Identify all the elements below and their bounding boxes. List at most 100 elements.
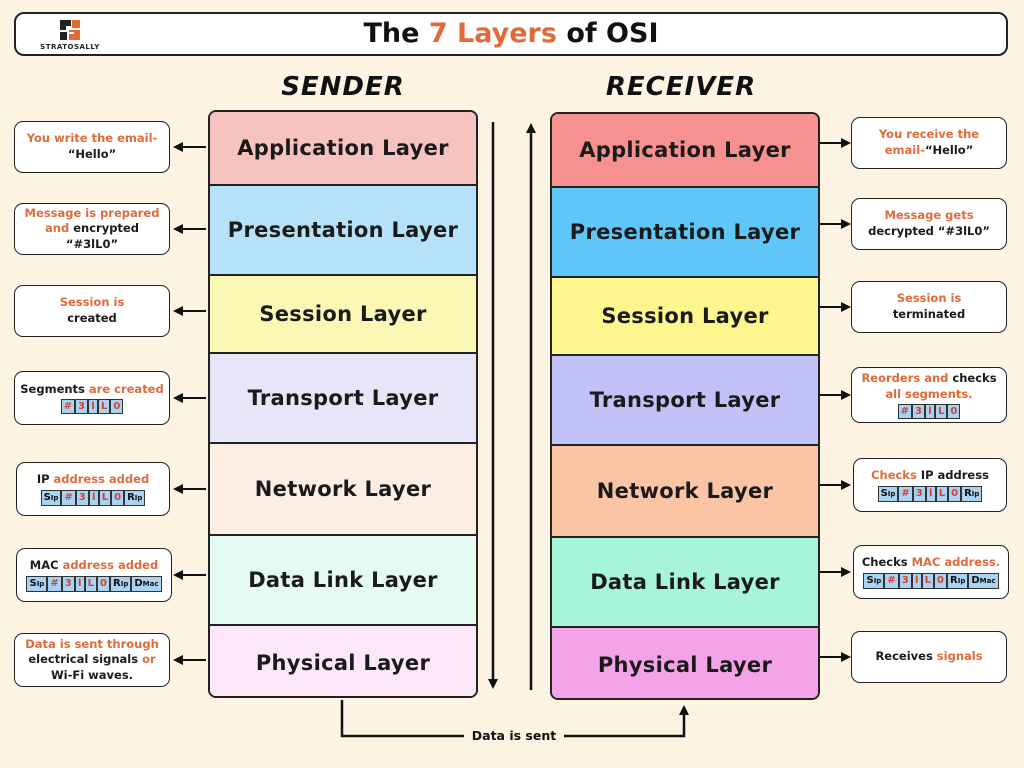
sender-layer-4: Transport Layer [210,354,476,444]
note-text: address added [62,558,159,573]
packet-segment-cell: # [897,404,913,420]
packet-segment-cell: 0 [934,572,948,589]
packet-segment-cell: L [935,485,949,502]
note-text: email- [884,143,925,157]
packet-source-ip: SIp [863,572,885,589]
note-text: You write the email- [26,131,158,146]
note-line: Checks IP address [871,468,989,484]
packet-segment-cell: l [88,399,98,415]
packet-dest-mac: DMac [131,575,162,592]
packet-segment-cell: l [88,489,99,506]
packet-dest-mac: DMac [968,572,999,589]
sender-heading: SENDER [281,72,405,102]
packet-segment-cell: 0 [110,399,124,415]
note-text: IP address [920,468,989,483]
note-text: and [924,370,953,385]
sender-note-1: You write the email-“Hello” [14,121,170,173]
note-line: Segments are created [20,382,163,398]
note-text: Message is prepared [24,205,160,220]
stratosally-logo-icon [60,20,80,40]
receiver-layer-5: Network Layer [552,446,818,538]
packet-segment-cell: L [84,575,98,592]
packet-dest-ip: RIp [110,575,132,592]
note-text: created [67,311,117,325]
note-text: are created [88,381,164,396]
packet-dest-ip: RIp [961,485,983,502]
note-line: IP address added [37,472,149,488]
note-text: Checks [871,468,921,483]
packet-segment-cell: l [911,572,922,589]
data-sent-path-2 [564,705,689,738]
note-text: Wi-Fi waves. [50,667,134,682]
packet-segment-cell: # [898,485,913,502]
packet-source-ip: SIp [26,575,48,592]
note-line: Reorders and checks [861,371,996,387]
title-suffix: of OSI [556,18,659,49]
packet-segment-cell: # [61,489,76,506]
logo-text: STRATOSALLY [40,43,100,51]
note-text: Segments [20,381,89,396]
note-line: Session is [897,291,962,307]
packet-source-ip: SIp [877,485,899,502]
note-line: all segments. [885,387,972,403]
packet-segment-cell: 3 [75,489,89,506]
note-text: decrypted “#3lL0” [868,224,990,238]
receiver-layer-3: Session Layer [552,278,818,356]
note-text: encrypted “#3lL0” [65,221,139,251]
packet-segment-cell: 3 [75,399,88,415]
packet-segment-cell: 0 [947,404,961,420]
sender-layer-2: Presentation Layer [210,186,476,276]
note-text: all segments. [885,386,973,401]
sender-layer-1: Application Layer [210,112,476,186]
note-line: “Hello” [68,147,116,163]
note-line: You receive the [879,127,979,143]
note-line: Message gets [884,208,973,224]
note-text: checks [952,370,997,385]
packet-segment-cell: # [884,572,899,589]
packet-segment-cell: 3 [912,404,925,420]
packet-segment-cell: L [935,404,948,420]
note-text: Session is [59,295,125,310]
title-bar: STRATOSALLY The 7 Layers of OSI [14,12,1008,56]
packet-segment-cell: L [98,489,112,506]
packet-segment-cell: L [98,399,111,415]
note-text: Message gets [884,208,974,223]
note-text: address added [53,472,150,487]
packet-segment-cell: l [925,404,935,420]
receiver-layer-6: Data Link Layer [552,538,818,628]
packet-segment-cell: L [921,572,935,589]
note-text: Reorders [861,370,925,385]
packet-source-ip: SIp [40,489,62,506]
data-sent-path [340,700,464,738]
note-line: Receives signals [875,649,982,665]
note-text: Checks [861,555,912,570]
receiver-layer-2: Presentation Layer [552,188,818,278]
note-line: electrical signals or [28,652,155,668]
packet-dest-ip: RIp [947,572,969,589]
receiver-layer-4: Transport Layer [552,356,818,446]
title-prefix: The [363,18,429,49]
packet-segment-cell: l [74,575,85,592]
note-line: Checks MAC address. [862,555,1000,571]
page-title: The 7 Layers of OSI [16,18,1006,49]
note-text: and [45,221,74,236]
sender-layer-3: Session Layer [210,276,476,354]
note-text: “Hello” [924,143,974,157]
receiver-note-7: Receives signals [851,631,1007,683]
receiver-layer-7: Physical Layer [552,628,818,698]
